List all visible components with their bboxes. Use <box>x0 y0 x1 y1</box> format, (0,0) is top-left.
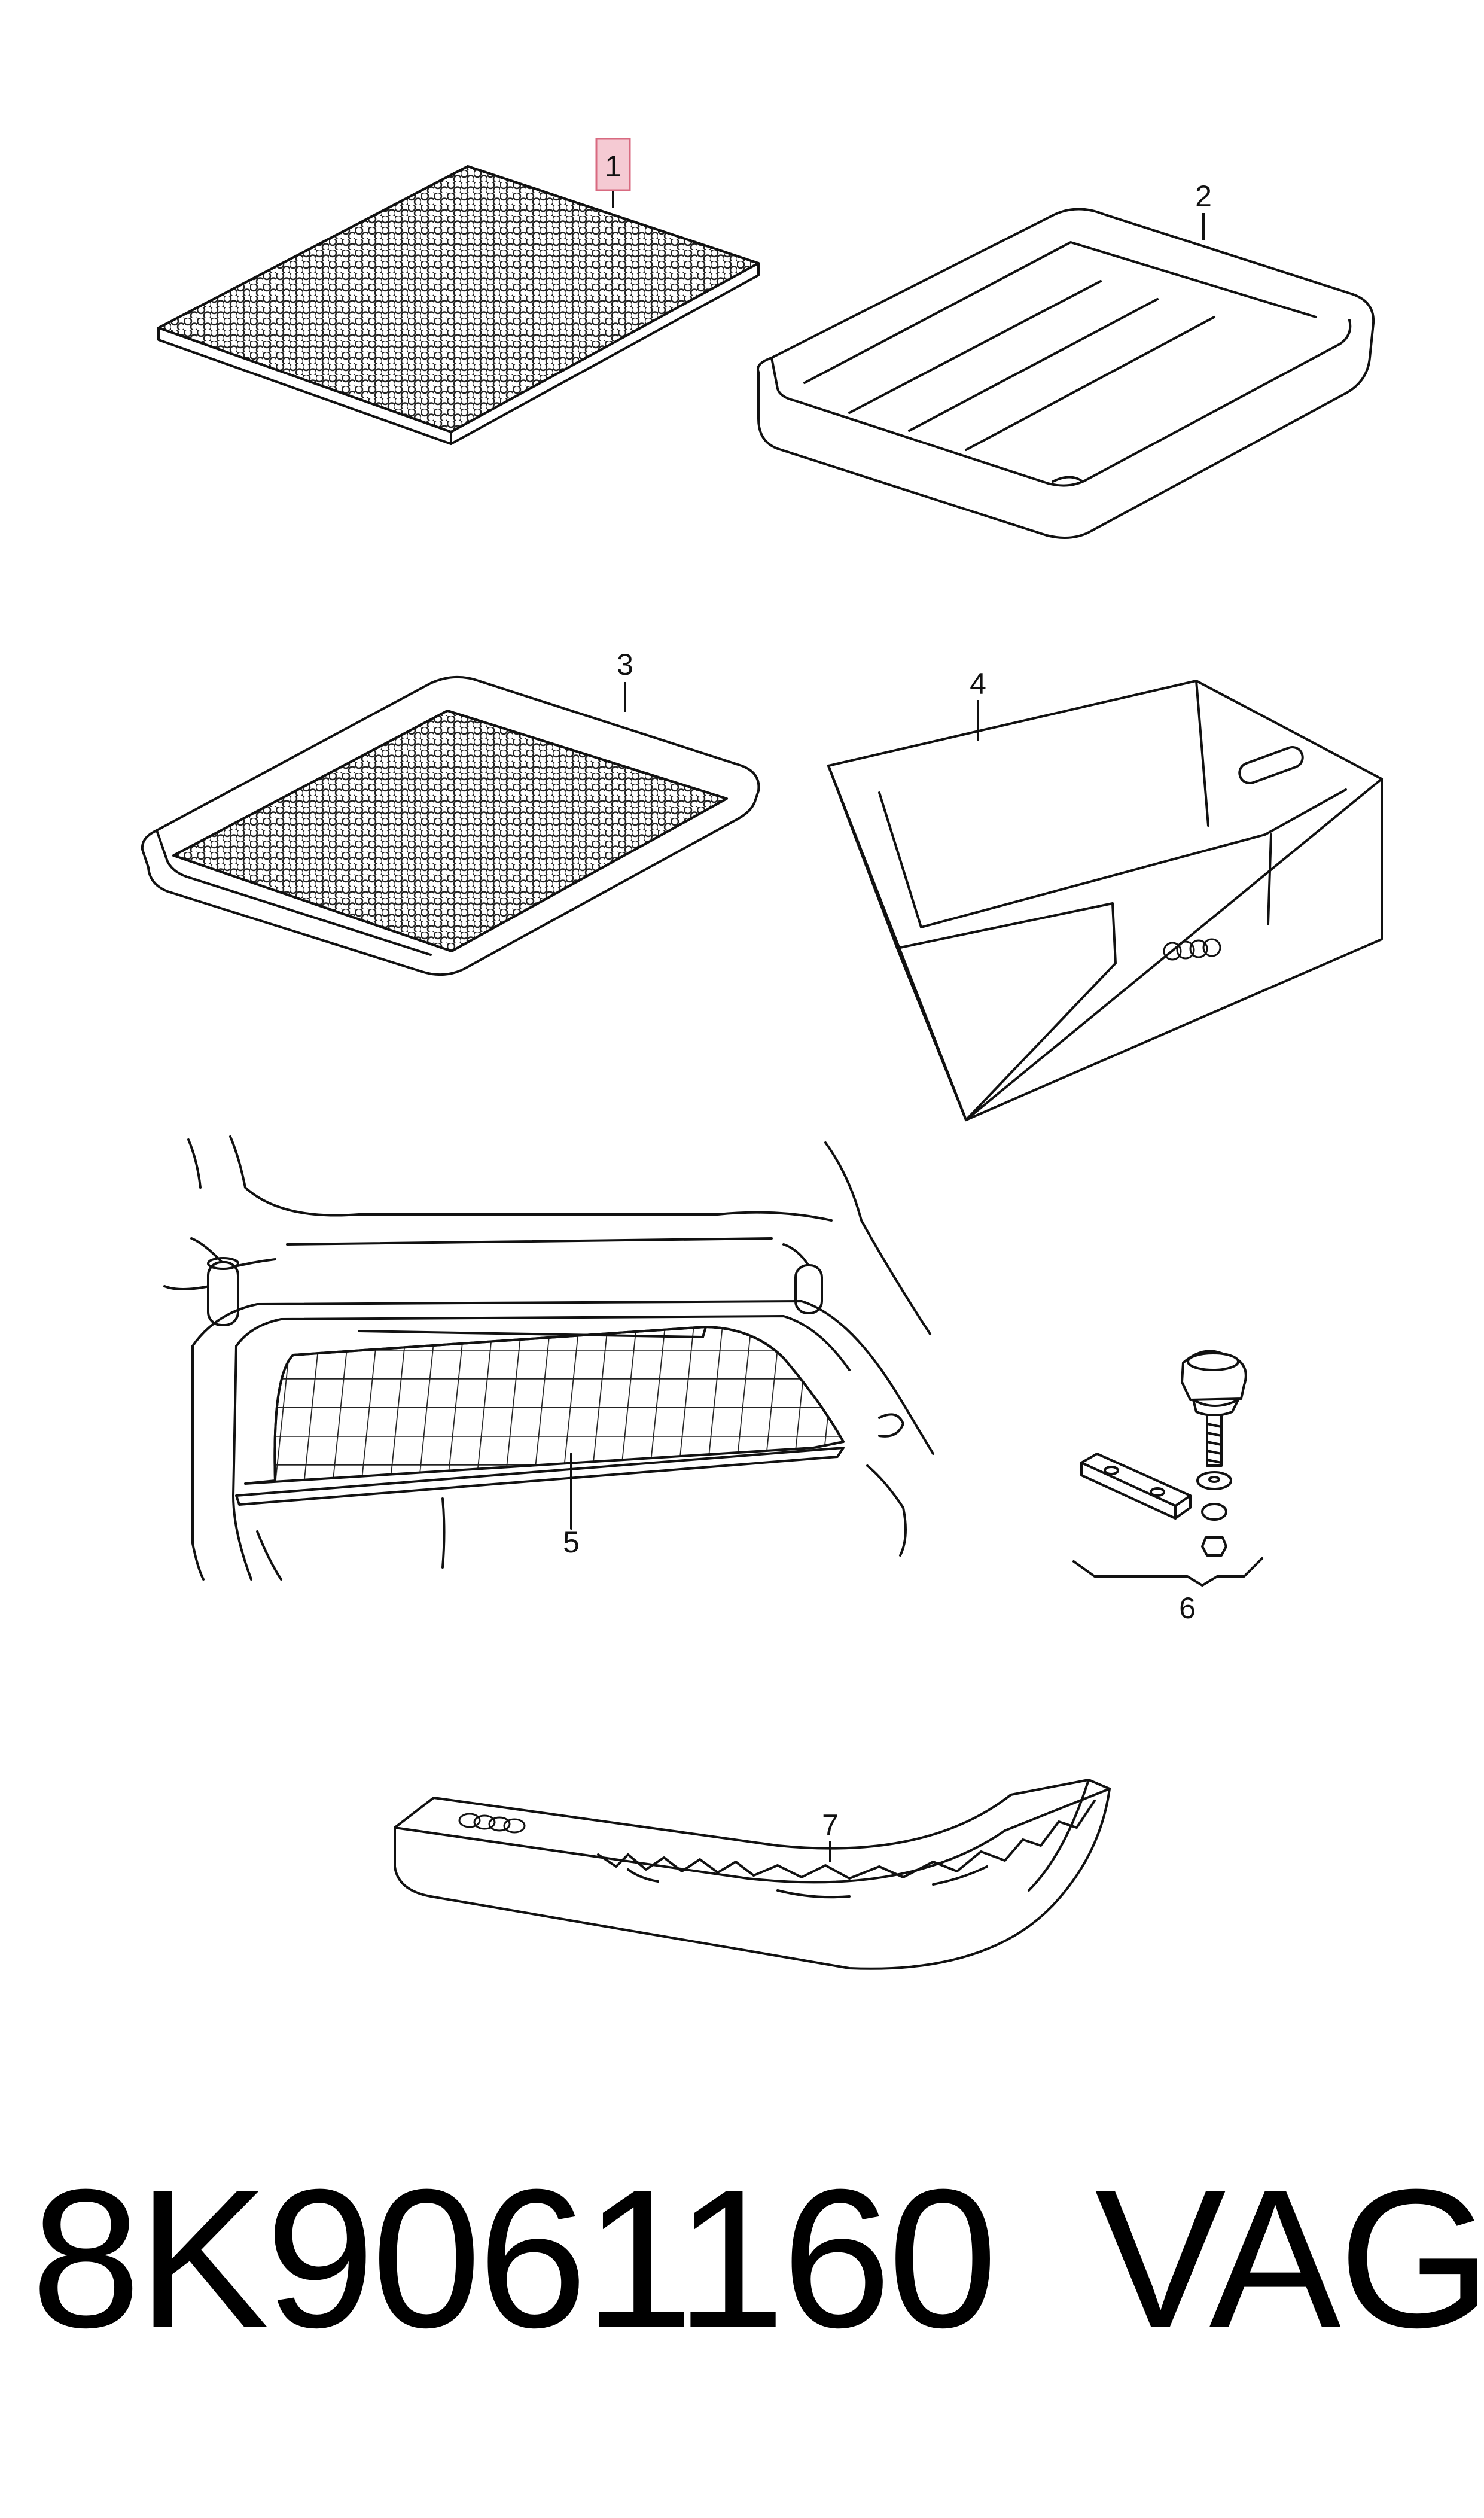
part-5-cargo-net <box>163 1135 934 1581</box>
audi-rings-icon <box>458 1813 526 1834</box>
callout-leaders <box>570 190 1205 1862</box>
callout-5: 5 <box>563 1526 580 1559</box>
spring-washer <box>1201 1503 1227 1521</box>
part-1-mat <box>157 165 760 445</box>
part-3-tray-insert <box>141 675 760 976</box>
callout-2: 2 <box>1195 179 1212 213</box>
hex-nut <box>1201 1536 1227 1557</box>
part-number: 8K9061160 <box>31 2148 998 2368</box>
knob-bolt <box>1181 1350 1247 1467</box>
brand-name: VAG <box>1095 2148 1484 2368</box>
callout-6: 6 <box>1179 1591 1196 1625</box>
part-7-sill-protector <box>394 1779 1111 1970</box>
callout-1-highlight <box>595 138 631 191</box>
kit-bracket <box>1072 1557 1263 1587</box>
part-4-storage-box <box>827 680 1383 1121</box>
callout-1: 1 <box>605 150 621 183</box>
clamp-plate <box>1080 1453 1192 1520</box>
audi-rings-icon <box>1163 938 1221 961</box>
callout-3: 3 <box>617 648 633 681</box>
part-6-fastener-kit <box>1072 1350 1263 1587</box>
callout-4: 4 <box>970 667 986 701</box>
callout-7: 7 <box>822 1808 839 1842</box>
footer: 8K9061160 VAG <box>0 2154 1484 2405</box>
part-2-tray <box>757 208 1375 539</box>
